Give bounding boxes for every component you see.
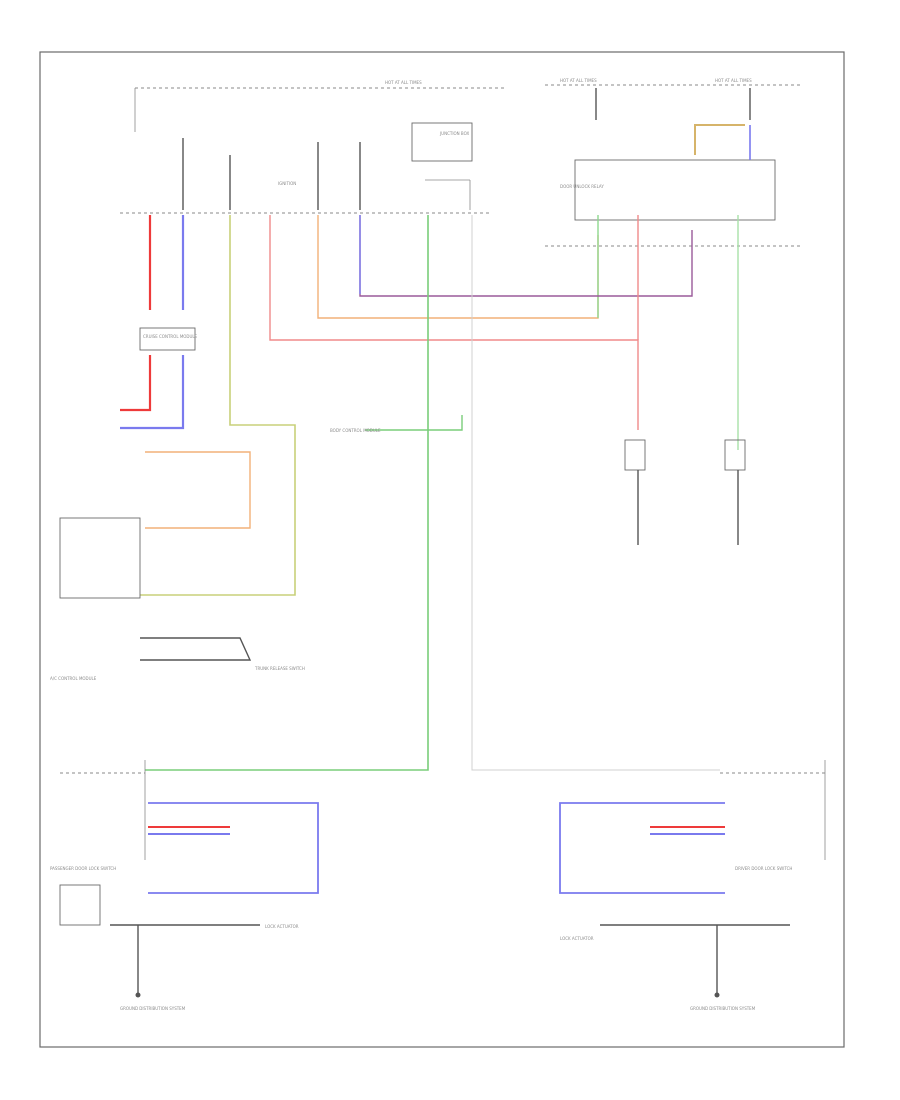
right-component-1 (624, 439, 646, 471)
lock-actuator-right-label: LOCK ACTUATOR (560, 936, 594, 941)
gray-wire-center (471, 215, 720, 771)
ac-module-label: A/C CONTROL MODULE (50, 676, 97, 681)
green-wire-left (140, 215, 296, 596)
lock-actuator-left-label: LOCK ACTUATOR (265, 924, 299, 929)
blue-loop-right (559, 802, 725, 894)
tan-wire (694, 124, 745, 155)
ground-left-label: GROUND DISTRIBUTION SYSTEM (120, 1006, 186, 1011)
hot-label-right1: HOT AT ALL TIMES (560, 78, 597, 83)
cruise-module-box (139, 327, 196, 351)
blue-loop-left (148, 802, 319, 894)
orange-wire-2 (145, 451, 251, 529)
trunk-switch-label: TRUNK RELEASE SWITCH (254, 666, 305, 671)
ignition-label: IGNITION (278, 181, 296, 186)
hot-label-right2: HOT AT ALL TIMES (715, 78, 752, 83)
ac-module-box (59, 517, 141, 599)
right-ground-dot (714, 992, 720, 998)
diagram-frame (39, 51, 845, 1048)
hot-label-top: HOT AT ALL TIMES (385, 80, 422, 85)
left-ground-dot (135, 992, 141, 998)
red-wire-2 (120, 355, 152, 412)
trunk-switch-wires (140, 637, 252, 661)
pass-door-switch-label: PASSENGER DOOR LOCK SWITCH (50, 866, 116, 871)
ground-right-label: GROUND DISTRIBUTION SYSTEM (690, 1006, 756, 1011)
center-green-connector (365, 415, 463, 431)
fuse-box-top (411, 122, 473, 162)
junction-box-label: JUNCTION BOX (439, 131, 469, 136)
cruise-module-label: CRUISE CONTROL MODULE (143, 334, 198, 339)
pink-wire (269, 215, 639, 430)
green-wire-center (145, 215, 429, 771)
pass-door-module (59, 884, 101, 926)
body-control-label: BODY CONTROL MODULE (330, 428, 381, 433)
purple-wire (359, 215, 693, 297)
door-unlock-relay-label: DOOR UNLOCK RELAY (560, 184, 604, 189)
relay-box (574, 159, 776, 221)
right-component-2 (724, 439, 746, 471)
drv-door-switch-label: DRIVER DOOR LOCK SWITCH (735, 866, 792, 871)
blue-wire-2 (120, 355, 185, 430)
